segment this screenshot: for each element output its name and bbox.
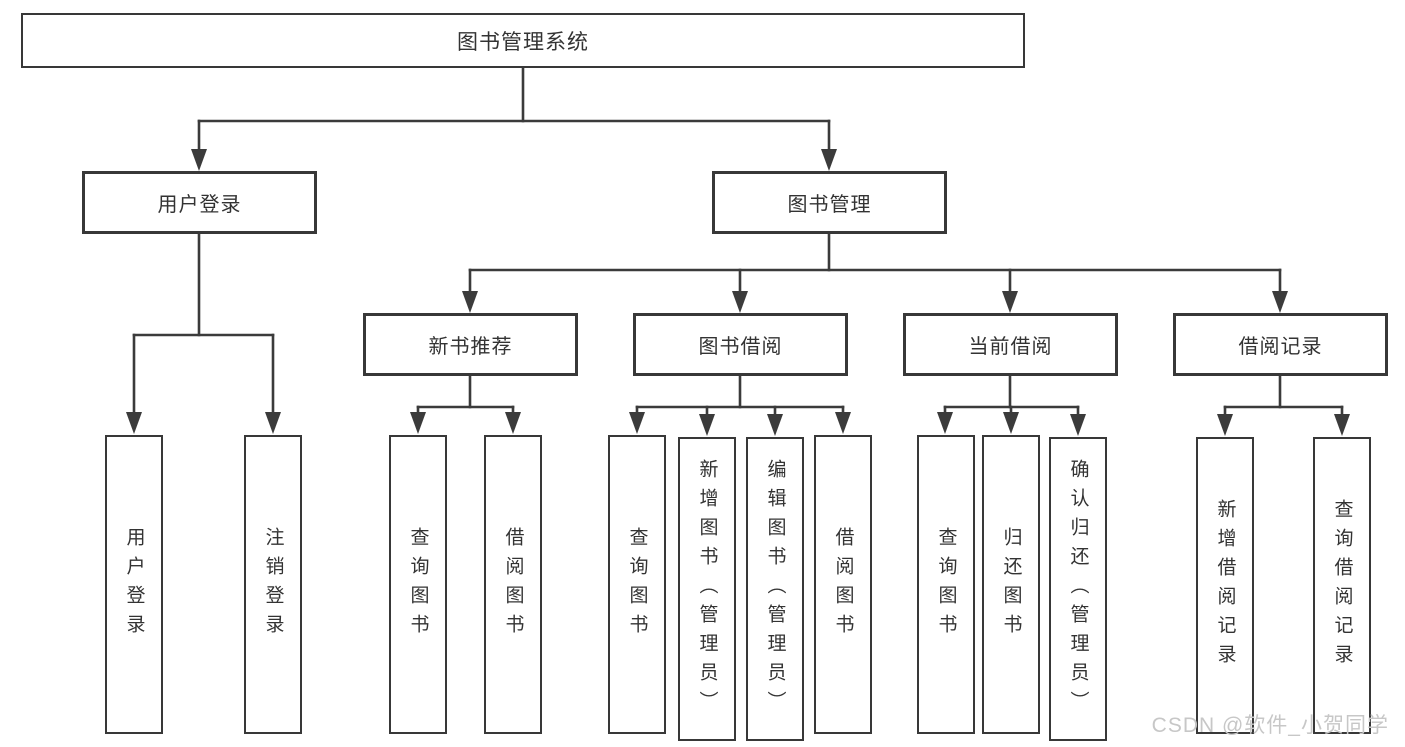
node-label: 注销登录 [262, 526, 284, 643]
node-label: 查询图书 [626, 526, 648, 643]
node-label: 图书管理 [787, 194, 872, 216]
node-current-borrowing: 当前借阅 [903, 313, 1118, 376]
node-label: 查询图书 [935, 526, 957, 643]
node-label: 新书推荐 [428, 336, 513, 358]
leaf-query-books-1: 查询图书 [389, 435, 447, 734]
node-new-book-recommend: 新书推荐 [363, 313, 578, 376]
node-book-borrowing: 图书借阅 [633, 313, 848, 376]
node-label: 用户登录 [123, 526, 145, 643]
node-label: 新增图书（管理员） [696, 458, 718, 720]
leaf-query-borrow-record: 查询借阅记录 [1313, 437, 1371, 734]
node-book-management: 图书管理 [712, 171, 947, 234]
leaf-query-books-2: 查询图书 [608, 435, 666, 734]
node-library-system: 图书管理系统 [21, 13, 1025, 68]
leaf-add-borrow-record: 新增借阅记录 [1196, 437, 1254, 734]
leaf-borrow-books-2: 借阅图书 [814, 435, 872, 734]
node-label: 编辑图书（管理员） [764, 458, 786, 720]
node-label: 新增借阅记录 [1214, 498, 1236, 673]
node-label: 借阅记录 [1238, 336, 1323, 358]
leaf-borrow-books-1: 借阅图书 [484, 435, 542, 734]
leaf-confirm-return-admin: 确认归还（管理员） [1049, 437, 1107, 741]
node-label: 查询借阅记录 [1331, 498, 1353, 673]
leaf-return-books: 归还图书 [982, 435, 1040, 734]
node-user-login: 用户登录 [82, 171, 317, 234]
leaf-edit-book-admin: 编辑图书（管理员） [746, 437, 804, 741]
node-label: 当前借阅 [968, 336, 1053, 358]
node-label: 借阅图书 [502, 526, 524, 643]
leaf-user-login: 用户登录 [105, 435, 163, 734]
leaf-add-book-admin: 新增图书（管理员） [678, 437, 736, 741]
node-borrowing-records: 借阅记录 [1173, 313, 1388, 376]
node-label: 图书管理系统 [457, 30, 589, 54]
leaf-logout: 注销登录 [244, 435, 302, 734]
node-label: 用户登录 [157, 194, 242, 216]
node-label: 借阅图书 [832, 526, 854, 643]
node-label: 确认归还（管理员） [1067, 458, 1089, 720]
node-label: 图书借阅 [698, 336, 783, 358]
node-label: 查询图书 [407, 526, 429, 643]
csdn-watermark: CSDN @软件_小贺同学 [1151, 714, 1389, 737]
leaf-query-books-3: 查询图书 [917, 435, 975, 734]
node-label: 归还图书 [1000, 526, 1022, 643]
